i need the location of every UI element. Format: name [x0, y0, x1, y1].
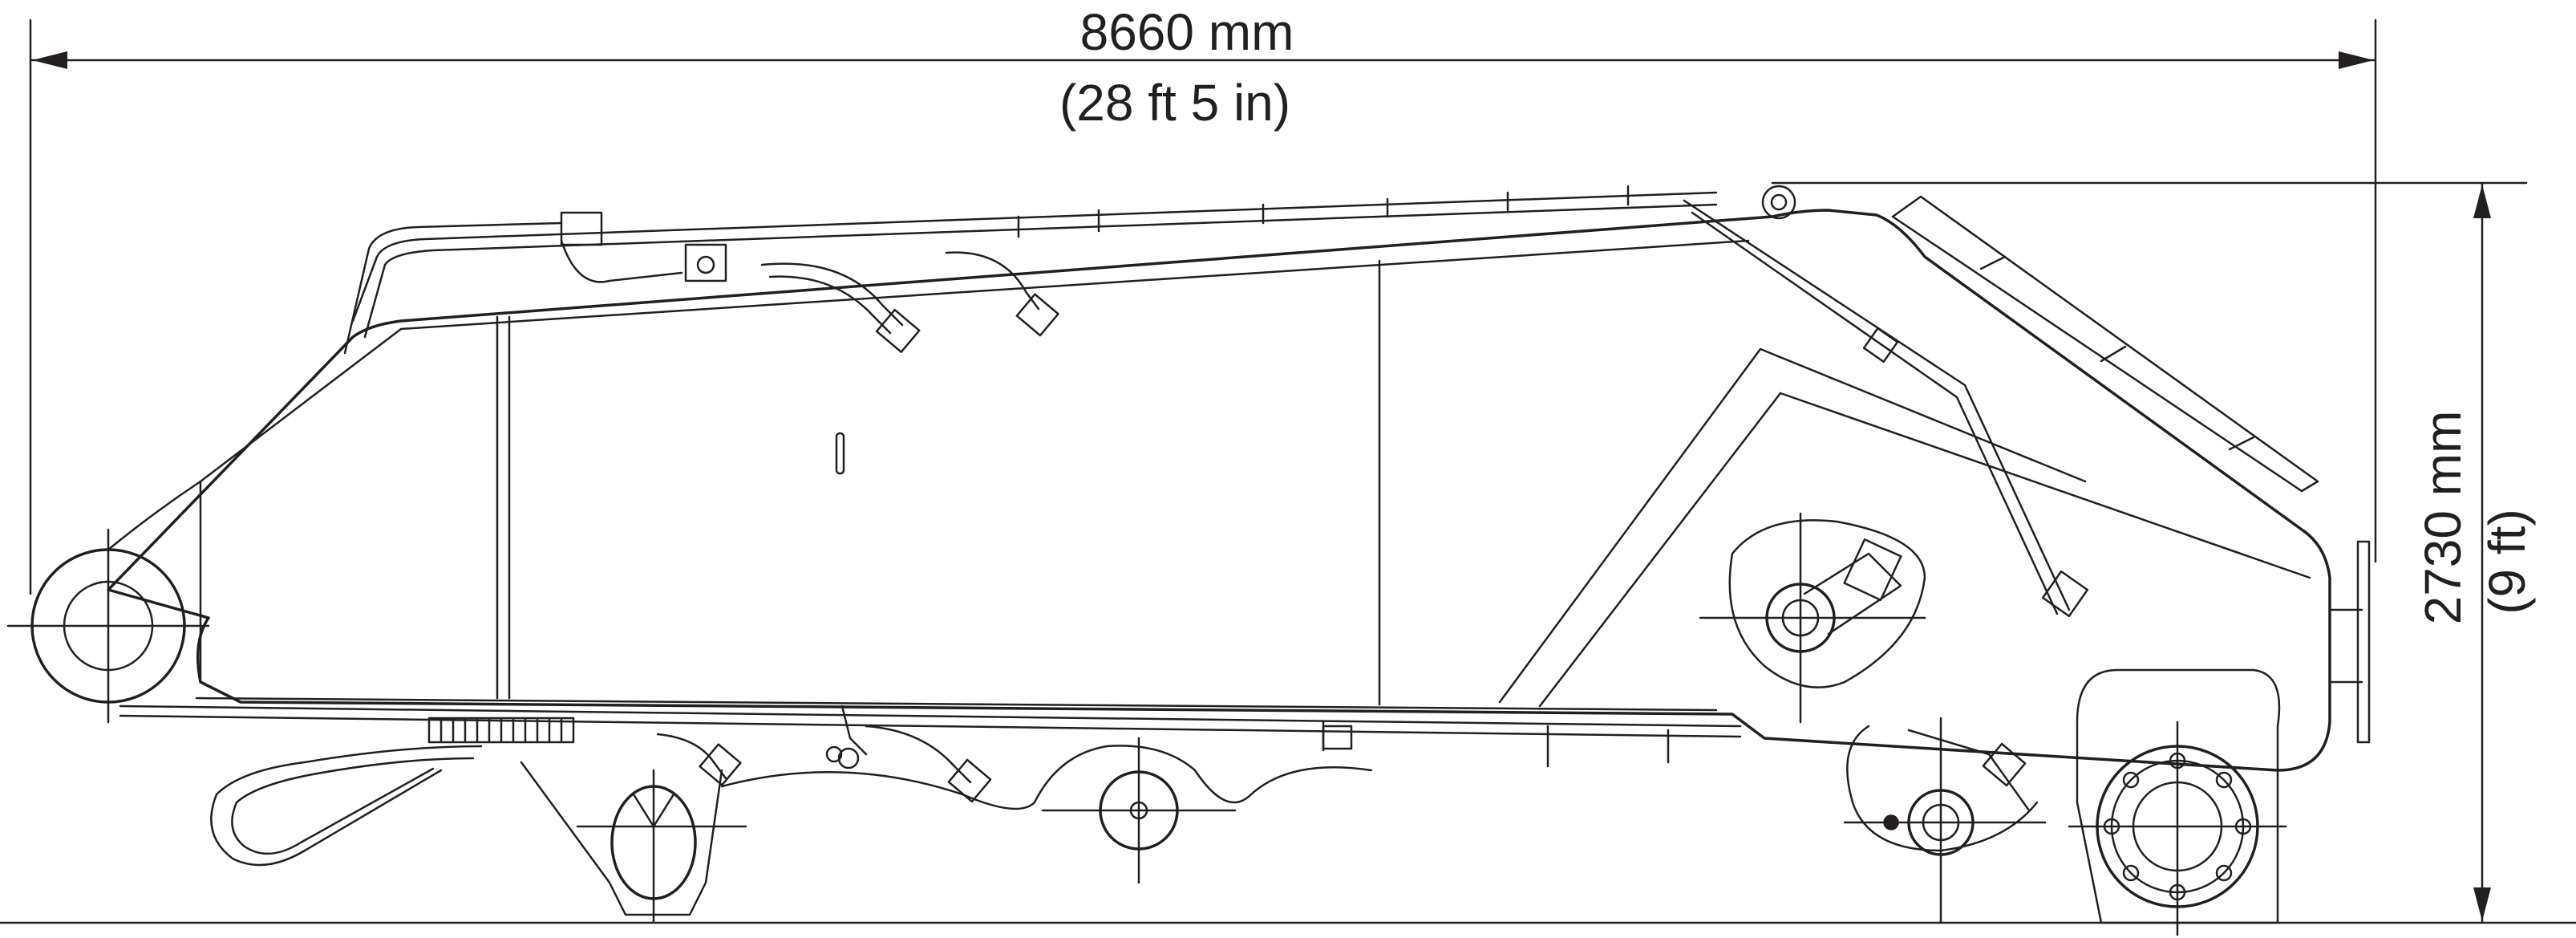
undercarriage [119, 705, 1742, 924]
lower-left-hinge [837, 705, 868, 769]
height-dimension: 2730 mm (9 ft) [1771, 181, 2536, 923]
upper-rear-pivot [1699, 512, 1926, 724]
boom-foot-pivot [6, 480, 210, 724]
top-hose-fittings [560, 211, 1059, 353]
spring-coils [439, 718, 563, 742]
height-metric-label: 2730 mm [2414, 411, 2472, 625]
length-imperial-label: (28 ft 5 in) [1059, 74, 1290, 132]
boom-body [107, 185, 2331, 772]
rear-slew-ring [2068, 668, 2287, 936]
rear-cab-section [1498, 185, 2371, 744]
height-imperial-label: (9 ft) [2478, 509, 2536, 615]
rear-lower-assembly [1843, 717, 2047, 924]
length-dimension: 8660 mm (28 ft 5 in) [29, 3, 2377, 595]
length-metric-label: 8660 mm [1080, 3, 1294, 61]
